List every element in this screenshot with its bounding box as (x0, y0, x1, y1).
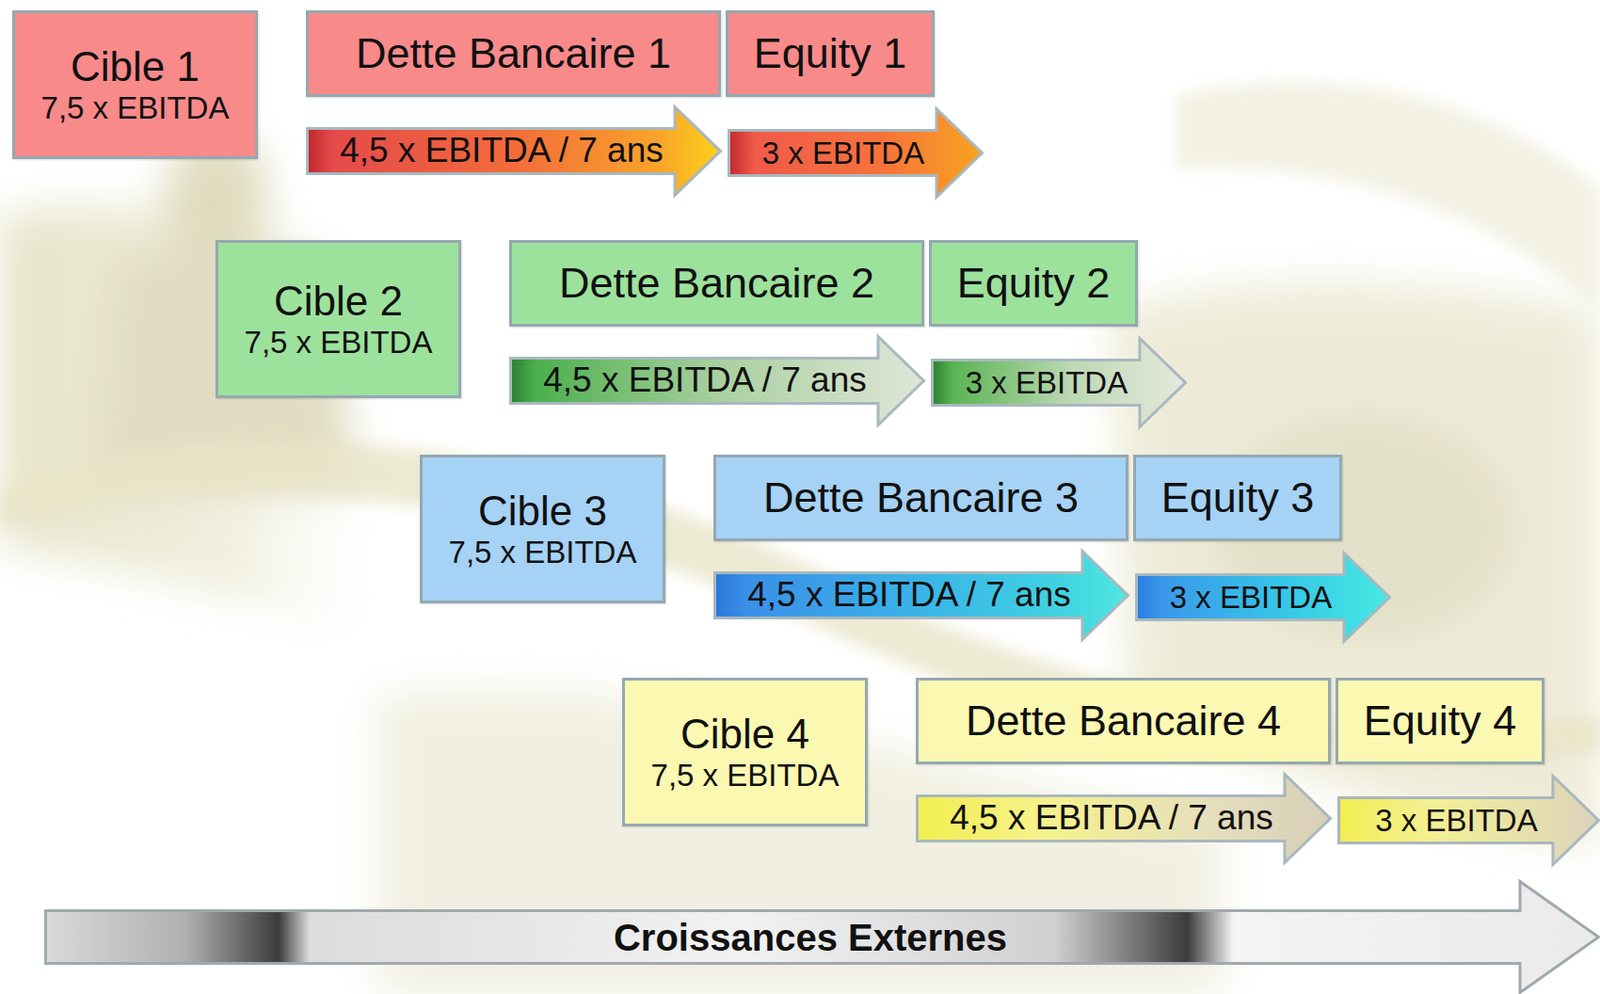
debt-arrow: 4,5 x EBITDA / 7 ans (915, 772, 1332, 864)
equity-arrow: 3 x EBITDA (727, 107, 984, 199)
arrow-label: 4,5 x EBITDA / 7 ans (543, 360, 866, 401)
target-box: Cible 27,5 x EBITDA (215, 240, 462, 399)
arrow-label: Croissances Externes (613, 915, 1008, 960)
box-subtitle: 7,5 x EBITDA (41, 90, 230, 127)
debt-box: Dette Bancaire 4 (915, 677, 1331, 765)
box-subtitle: 7,5 x EBITDA (244, 324, 433, 361)
arrow-body (1136, 553, 1391, 642)
equity-arrow: 3 x EBITDA (930, 336, 1187, 429)
box-title: Dette Bancaire 1 (355, 29, 672, 79)
arrow-body (1339, 776, 1600, 865)
arrow-body (511, 336, 925, 426)
arrow-body (46, 881, 1600, 993)
debt-arrow: 4,5 x EBITDA / 7 ans (305, 105, 722, 197)
box-title: Equity 3 (1161, 473, 1315, 523)
box-subtitle: 7,5 x EBITDA (651, 757, 840, 794)
equity-box: Equity 2 (928, 240, 1138, 327)
box-title: Cible 3 (478, 487, 608, 536)
box-title: Cible 2 (273, 277, 403, 326)
target-box: Cible 47,5 x EBITDA (622, 677, 868, 827)
box-title: Equity 4 (1363, 696, 1518, 746)
debt-box: Dette Bancaire 3 (713, 454, 1129, 542)
equity-box: Equity 1 (725, 10, 935, 97)
arrow-label: 4,5 x EBITDA / 7 ans (949, 798, 1273, 839)
equity-arrow: 3 x EBITDA (1135, 551, 1392, 643)
arrow-label: 3 x EBITDA (1169, 579, 1332, 616)
swoosh (0, 81, 1600, 762)
box-title: Cible 4 (680, 710, 810, 759)
debt-arrow: 4,5 x EBITDA / 7 ans (713, 549, 1130, 641)
arrow-label: 3 x EBITDA (762, 135, 925, 172)
equity-box: Equity 3 (1133, 454, 1343, 542)
debt-box: Dette Bancaire 2 (509, 240, 925, 327)
box-title: Equity 2 (957, 258, 1111, 308)
arrow-body (729, 109, 983, 198)
arrow-label: 4,5 x EBITDA / 7 ans (747, 575, 1071, 616)
arrow-body (307, 107, 721, 196)
arrow-body (917, 774, 1331, 864)
arrow-label: 4,5 x EBITDA / 7 ans (339, 130, 663, 172)
photo-wash (0, 131, 1600, 994)
debt-arrow: 4,5 x EBITDA / 7 ans (509, 335, 926, 427)
equity-box: Equity 4 (1335, 677, 1545, 765)
box-title: Dette Bancaire 2 (559, 258, 875, 308)
arrow-body (932, 338, 1186, 428)
equity-arrow: 3 x EBITDA (1337, 774, 1600, 866)
arrow-label: 3 x EBITDA (1375, 802, 1537, 839)
box-title: Dette Bancaire 4 (965, 696, 1281, 746)
debt-box: Dette Bancaire 1 (305, 10, 721, 97)
box-title: Equity 1 (753, 29, 908, 79)
box-subtitle: 7,5 x EBITDA (448, 534, 638, 571)
timeline-arrow: Croissances Externes (44, 880, 1600, 994)
target-box: Cible 17,5 x EBITDA (12, 10, 258, 160)
box-title: Dette Bancaire 3 (763, 473, 1079, 523)
box-title: Cible 1 (70, 43, 200, 92)
target-box: Cible 37,5 x EBITDA (419, 454, 666, 604)
arrow-label: 3 x EBITDA (965, 365, 1128, 401)
arrow-body (715, 551, 1129, 640)
